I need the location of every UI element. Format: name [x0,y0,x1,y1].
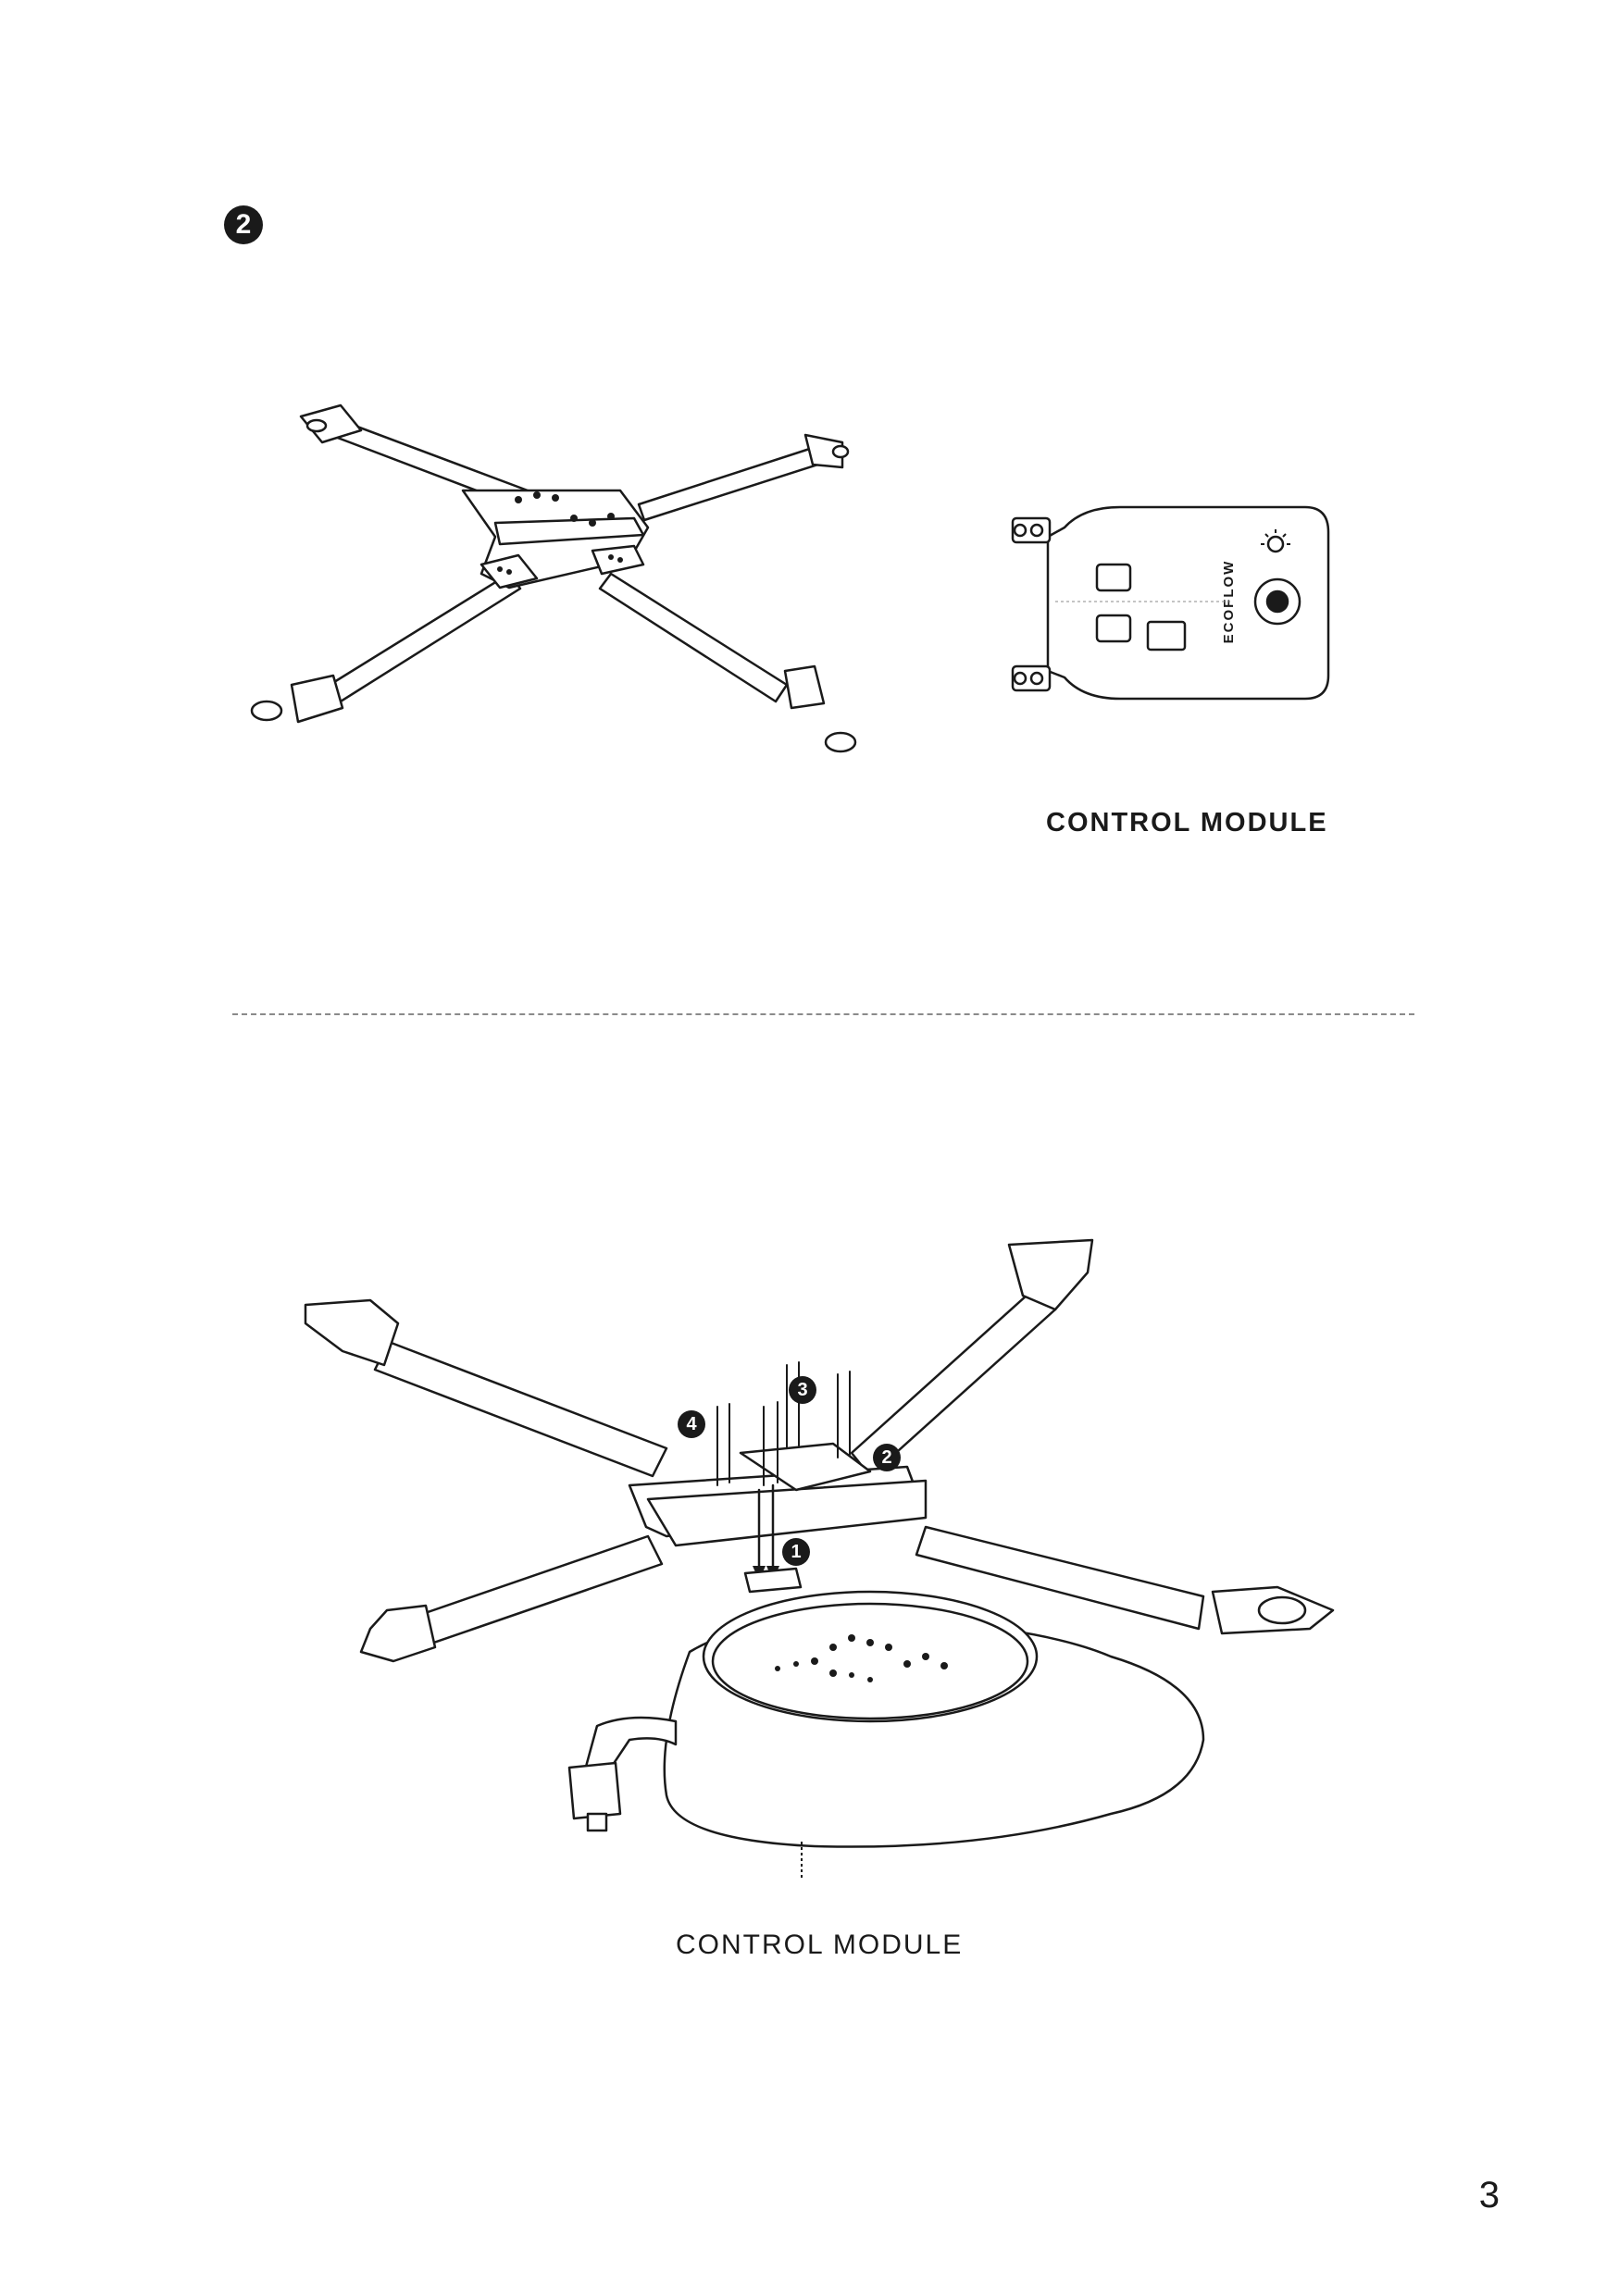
callout-4: 4 [678,1410,705,1438]
step-number-badge: 2 [224,205,263,244]
callout-2: 2 [873,1444,901,1471]
x-frame-top-illustration [250,403,857,753]
callout-1: 1 [782,1538,810,1566]
control-module-top-view: ECOFLOW [1011,505,1330,701]
bottom-control-module-label: CONTROL MODULE [676,1930,964,1960]
callout-3: 3 [789,1376,816,1404]
section-divider [232,1013,1414,1015]
page-number: 3 [1478,2175,1500,2215]
top-control-module-label: CONTROL MODULE [1046,808,1328,838]
assembly-illustration [304,1238,1335,1879]
